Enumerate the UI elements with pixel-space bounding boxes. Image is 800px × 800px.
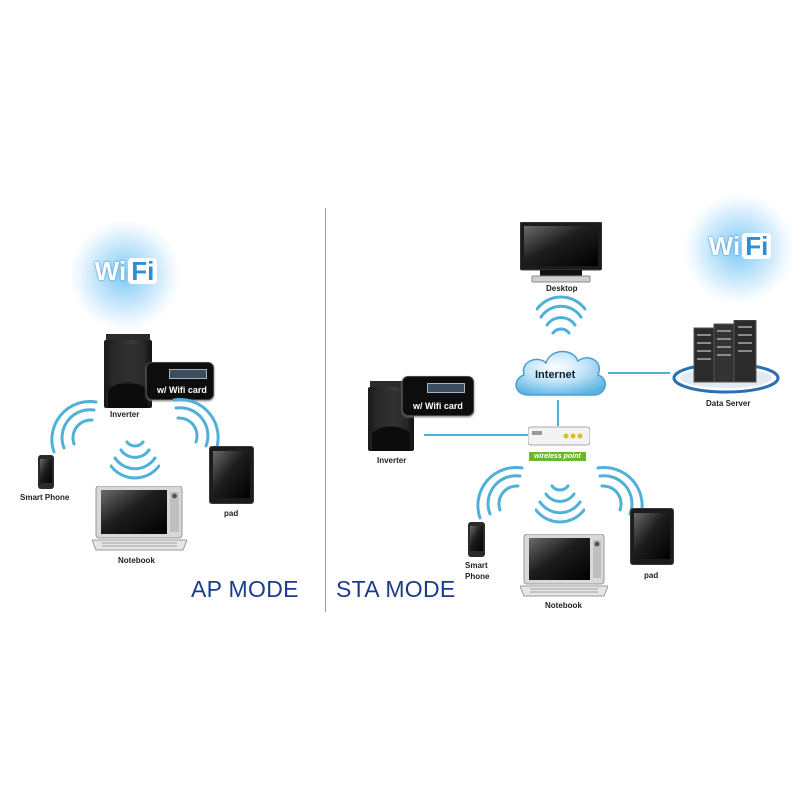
- sta-notebook-label: Notebook: [545, 601, 582, 610]
- sta-mode-title: STA MODE: [336, 576, 456, 602]
- ap-mode-title: AP MODE: [191, 576, 299, 602]
- wifi-logo-fi: Fi: [128, 258, 158, 284]
- wifi-logo-fi-2: Fi: [742, 233, 772, 259]
- sta-inverter-label: Inverter: [377, 456, 407, 465]
- sta-card-label: w/ Wifi card: [413, 401, 463, 411]
- ap-signal-left-icon: [50, 400, 98, 454]
- wireless-point-label: wireless point: [529, 452, 586, 461]
- sta-pad-icon: [630, 508, 674, 565]
- internet-label: Internet: [535, 369, 576, 381]
- data-server-icon: [672, 320, 780, 394]
- cloud-server-link: [608, 372, 670, 374]
- ap-smartphone-label: Smart Phone: [20, 493, 70, 502]
- ap-notebook-label: Notebook: [118, 556, 155, 565]
- cloud-router-link: [557, 400, 559, 426]
- ap-wifi-card-icon: w/ Wifi card: [146, 362, 214, 400]
- ap-card-label: w/ Wifi card: [157, 385, 207, 395]
- sta-smartphone-label-1: Smart: [465, 561, 488, 570]
- ap-smartphone-icon: [38, 455, 54, 489]
- ap-pad-label: pad: [224, 509, 239, 518]
- wifi-logo-wi: Wi: [94, 255, 127, 286]
- desktop-monitor-icon: [520, 222, 602, 283]
- wifi-logo-wi-2: Wi: [708, 230, 741, 261]
- sta-signal-center-icon: [535, 484, 585, 524]
- ap-inverter-label: Inverter: [110, 410, 140, 419]
- ap-signal-center-icon: [110, 440, 160, 480]
- internet-cloud-icon: [515, 350, 606, 396]
- sta-signal-left-icon: [476, 466, 524, 520]
- ap-pad-icon: [209, 446, 254, 504]
- router-icon: [528, 426, 590, 446]
- mode-divider: [325, 208, 326, 612]
- ap-notebook-icon: [92, 486, 187, 551]
- sta-wifi-glow: [684, 194, 794, 304]
- data-server-label: Data Server: [706, 399, 751, 408]
- desktop-signal-icon: [536, 295, 586, 335]
- inverter-router-link: [424, 434, 530, 436]
- ap-inverter-icon: [104, 334, 152, 408]
- sta-notebook-icon: [520, 534, 608, 597]
- sta-smartphone-icon: [468, 522, 485, 557]
- desktop-label: Desktop: [546, 284, 578, 293]
- sta-wifi-card-icon: w/ Wifi card: [402, 376, 474, 416]
- sta-pad-label: pad: [644, 571, 659, 580]
- sta-smartphone-label-2: Phone: [465, 572, 490, 581]
- ap-wifi-glow: [70, 220, 180, 330]
- ap-signal-right-icon: [172, 398, 220, 452]
